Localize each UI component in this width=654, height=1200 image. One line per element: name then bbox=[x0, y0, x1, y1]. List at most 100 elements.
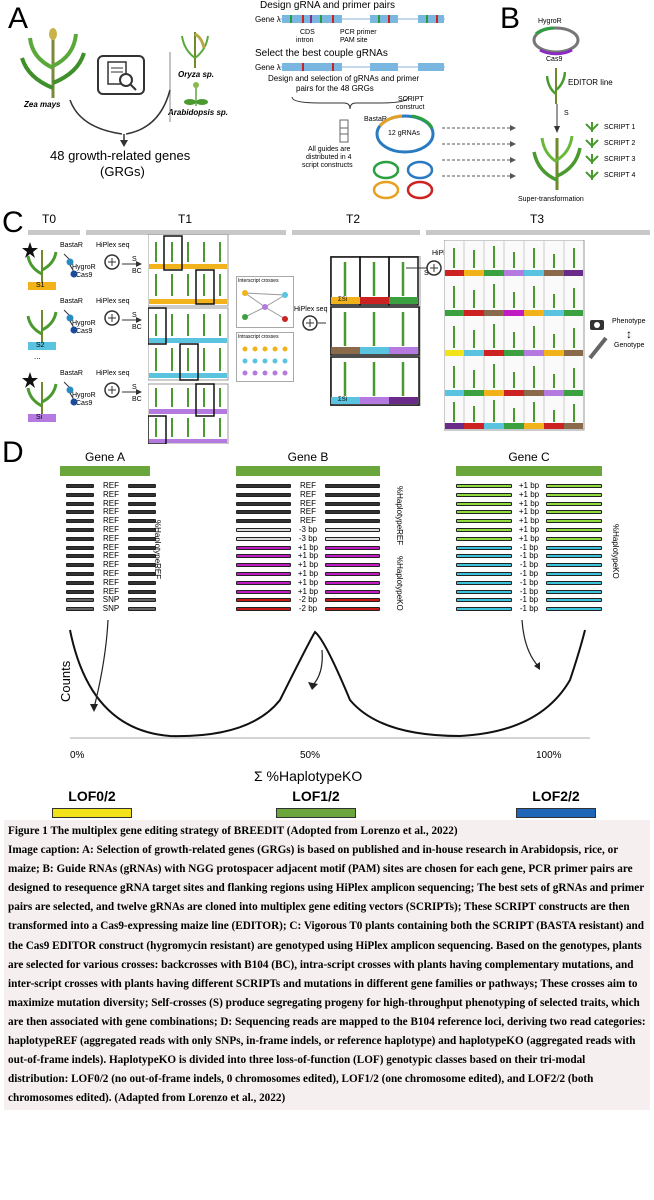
read-bar-right bbox=[325, 572, 380, 576]
script-1: SCRIPT 1 bbox=[604, 124, 636, 131]
read-label: REF bbox=[103, 569, 119, 578]
read-bar-right bbox=[546, 484, 602, 488]
gene-c-bar bbox=[456, 466, 602, 476]
read-bar-right bbox=[546, 545, 602, 550]
read-label: REF bbox=[300, 498, 316, 508]
read-bar-right bbox=[546, 536, 602, 541]
read-label: -1 bp bbox=[519, 595, 539, 605]
gene-b-title: Gene B bbox=[287, 450, 329, 464]
read-bar-right bbox=[325, 545, 380, 550]
design-caption-2: pairs for the 48 GRGs bbox=[296, 84, 374, 93]
intrascript-dots bbox=[242, 346, 288, 376]
row3-bc: BC bbox=[132, 396, 142, 403]
caption-body: Image caption: A: Selection of growth-re… bbox=[8, 844, 646, 1105]
read-label: +1 bp bbox=[297, 560, 319, 570]
gene-structure-2 bbox=[280, 63, 445, 71]
read-bar-right bbox=[128, 572, 156, 576]
cas9-label-b: Cas9 bbox=[546, 56, 563, 63]
read-bar-right bbox=[325, 484, 380, 488]
intrascript-label: Intrascript crosses bbox=[238, 334, 279, 340]
row3-cas9: Cas9 bbox=[76, 400, 93, 407]
distributed-2: distributed in 4 bbox=[306, 154, 352, 161]
read-label: -3 bp bbox=[298, 533, 318, 543]
read-bar-left bbox=[66, 580, 94, 585]
read-bar-right bbox=[325, 510, 380, 515]
super-transformation: Super-transformation bbox=[518, 196, 584, 203]
row1-hygro: HygroR bbox=[72, 264, 96, 271]
t3-bar bbox=[426, 230, 650, 235]
rice-plant-icon bbox=[181, 32, 209, 68]
row3-hygro: HygroR bbox=[72, 392, 96, 399]
read-label: REF bbox=[103, 525, 119, 534]
read-bar-left bbox=[456, 554, 512, 559]
read-bar-left bbox=[66, 589, 94, 594]
legend-pam: PAM site bbox=[340, 37, 368, 44]
read-bar-right bbox=[128, 598, 156, 603]
selection-arrows bbox=[69, 52, 171, 147]
interscript-network bbox=[242, 290, 288, 322]
read-bar-left bbox=[456, 607, 512, 612]
t3-phenotyping-grid bbox=[444, 240, 585, 431]
read-label: REF bbox=[103, 516, 119, 526]
script-4: SCRIPT 4 bbox=[604, 172, 636, 179]
s-label-b: S bbox=[564, 110, 569, 117]
panel-a-letter: A bbox=[8, 2, 29, 35]
read-bar-left bbox=[456, 598, 512, 603]
read-label: +1 bp bbox=[297, 542, 319, 552]
t2-sigma-1: ΣSi bbox=[338, 297, 348, 303]
figure-caption: Figure 1 The multiplex gene editing stra… bbox=[4, 820, 650, 1111]
maize-plant-icon bbox=[20, 28, 86, 98]
read-bar-left bbox=[236, 536, 291, 541]
read-label: -3 bp bbox=[298, 525, 318, 534]
read-bar-right bbox=[546, 589, 602, 594]
up-down-arrow-icon: ↕ bbox=[626, 327, 632, 341]
read-bar-left bbox=[66, 492, 94, 497]
interscript-box bbox=[236, 276, 294, 328]
read-label: SNP bbox=[102, 595, 120, 605]
read-bar-left bbox=[236, 484, 291, 488]
read-bar-left bbox=[66, 501, 94, 506]
tick-0: 0% bbox=[70, 750, 85, 761]
t3-seq-icon bbox=[406, 260, 442, 276]
read-bar-left bbox=[236, 607, 291, 612]
gene-lambda-2: Gene λ bbox=[255, 63, 281, 72]
read-label: REF bbox=[300, 507, 316, 517]
selection-cassettes bbox=[63, 253, 142, 406]
read-label: REF bbox=[103, 533, 119, 543]
read-bar-right bbox=[546, 572, 602, 576]
read-label: +1 bp bbox=[518, 516, 540, 526]
read-bar-right bbox=[546, 598, 602, 603]
script-mini-plants bbox=[585, 122, 599, 180]
read-label: REF bbox=[103, 577, 119, 587]
stage-t2: T2 bbox=[346, 212, 361, 226]
read-bar-left bbox=[456, 501, 512, 506]
guides-column-icon bbox=[339, 119, 349, 143]
read-bar-right bbox=[325, 519, 380, 524]
script-plasmids bbox=[372, 114, 435, 200]
t2-plant-grid bbox=[330, 256, 421, 406]
caption-title: Figure 1 The multiplex gene editing stra… bbox=[8, 825, 458, 837]
row1-bc: BC bbox=[132, 268, 142, 275]
phenotype-label: Phenotype bbox=[612, 318, 646, 325]
read-bar-right bbox=[546, 528, 602, 532]
editor-plant-icon bbox=[546, 68, 566, 104]
read-label: +1 bp bbox=[518, 525, 540, 534]
read-bar-left bbox=[456, 510, 512, 515]
t0-bar bbox=[28, 230, 80, 235]
trimodal-distribution-curve bbox=[69, 620, 590, 739]
row2-hygro: HygroR bbox=[72, 320, 96, 327]
design-title: Design gRNA and primer pairs bbox=[260, 0, 396, 11]
grg-title-2: (GRGs) bbox=[100, 164, 145, 179]
row1-cas9: Cas9 bbox=[76, 272, 93, 279]
gene-b-haplo-ko: %HaplotypeKO bbox=[395, 556, 404, 611]
genotype-label: Genotype bbox=[614, 342, 645, 349]
read-label: -1 bp bbox=[519, 560, 539, 570]
script-construct-2: construct bbox=[396, 104, 425, 111]
read-label: -1 bp bbox=[519, 569, 539, 578]
read-label: +1 bp bbox=[518, 507, 540, 517]
read-label: SNP bbox=[102, 604, 120, 614]
read-label: +1 bp bbox=[518, 533, 540, 543]
read-bar-right bbox=[546, 607, 602, 612]
t2-bar bbox=[292, 230, 420, 235]
read-bar-right bbox=[128, 563, 156, 568]
